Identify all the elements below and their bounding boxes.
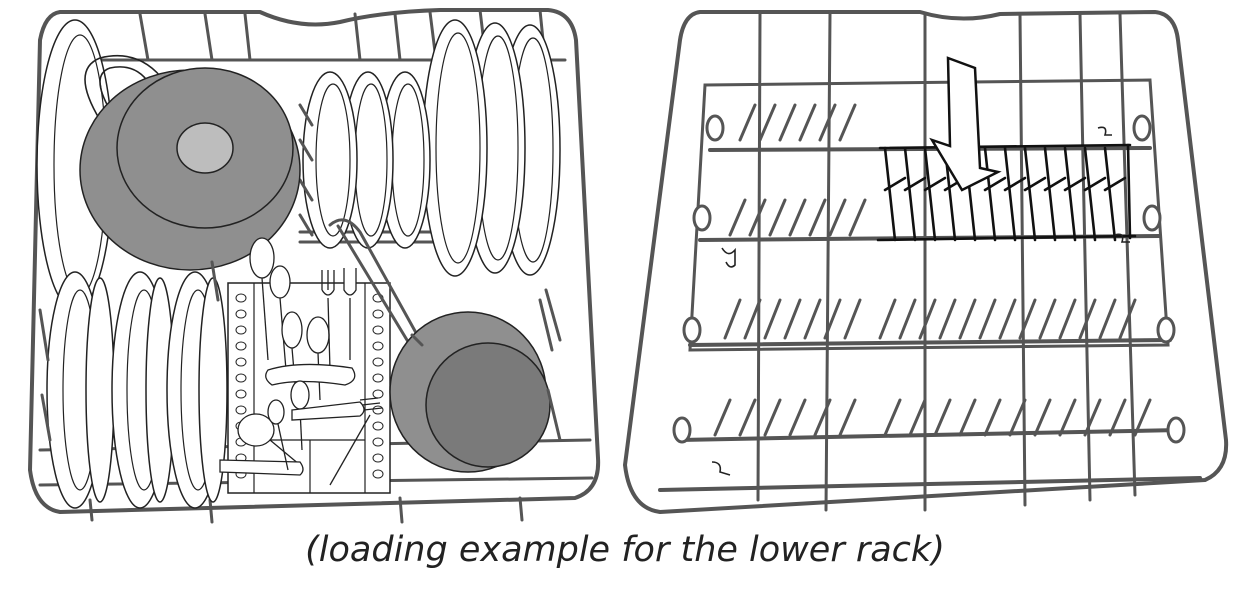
- right-rack-frame: [623, 10, 1229, 514]
- right-rack-verticals: [756, 12, 1137, 512]
- loaded-rack-figure: [28, 8, 601, 524]
- saucepan: [389, 311, 551, 473]
- pot-center: [176, 122, 234, 174]
- large-plates-right: [422, 19, 561, 277]
- middle-tines: [298, 103, 314, 237]
- down-arrow-icon: [929, 56, 1002, 192]
- cutlery-basket: [219, 237, 391, 494]
- empty-rack-figure: [623, 10, 1229, 514]
- gray-tines: [713, 103, 1152, 437]
- soup-plates-front: [46, 271, 228, 509]
- left-rack-frame: [28, 8, 601, 514]
- small-plates-middle: [302, 71, 431, 249]
- cutlery-items: [219, 237, 383, 486]
- rack-hooks-right: [711, 126, 1130, 476]
- rack-side-clips: [672, 114, 1186, 444]
- left-front-tines: [38, 288, 562, 442]
- figure-caption: (loading example for the lower rack): [305, 530, 945, 570]
- rack-hook: [328, 218, 422, 342]
- folding-tines-highlight: [876, 143, 1137, 242]
- pot: [79, 54, 301, 271]
- basket-holes-left: [235, 293, 247, 479]
